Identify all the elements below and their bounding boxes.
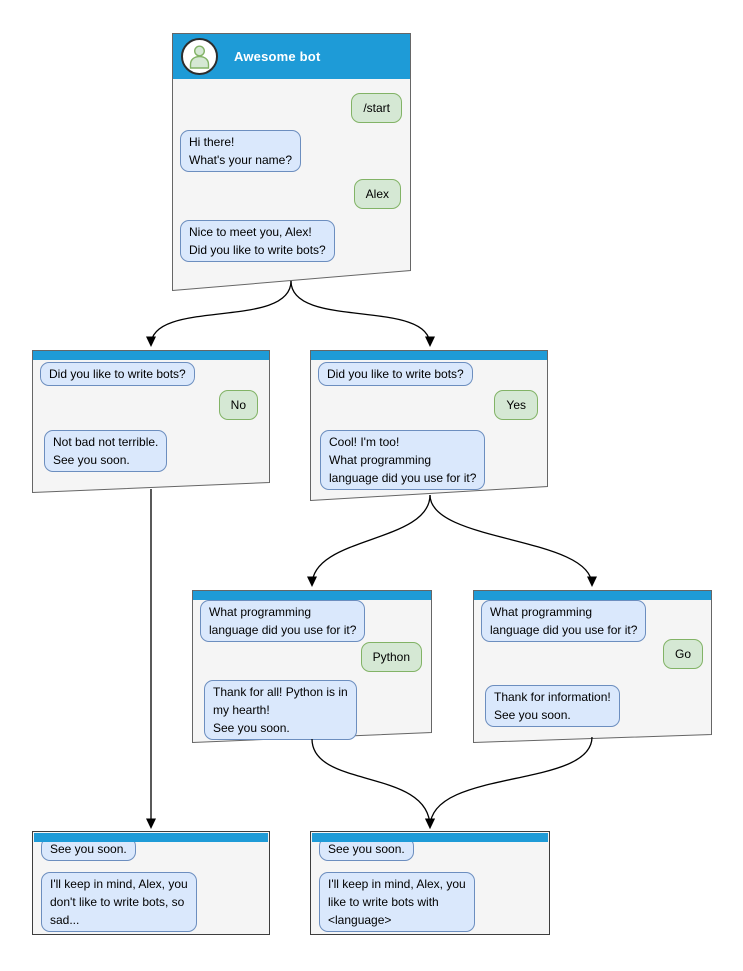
chat-titlebar: Awesome bot [173,34,410,79]
bot-message-bubble: Did you like to write bots? [318,362,473,386]
arrow-yes-to-go [429,494,597,587]
user-message-bubble: Alex [353,179,401,209]
titlebar-strip [193,591,431,600]
bot-message-bubble: Not bad not terrible. See you soon. [44,430,168,472]
bot-message-bubble: What programming language did you use fo… [481,600,647,642]
user-message-bubble: /start [351,93,402,123]
titlebar-strip [312,833,548,842]
titlebar-strip [311,351,547,360]
titlebar-strip [34,833,268,842]
bot-message-bubble: I'll keep in mind, Alex, you don't like … [41,872,197,932]
bot-message-bubble: Cool! I'm too! What programming language… [320,430,486,490]
bot-message-bubble: Thank for information! See you soon. [485,685,620,727]
bot-message-bubble: I'll keep in mind, Alex, you like to wri… [319,872,475,932]
arrow-yes-to-python [307,494,431,587]
chat-window-no-branch: Did you like to write bots? No Not bad n… [32,350,270,493]
chat-window-root: Awesome bot /start Hi there! What's your… [172,33,411,291]
chat-window-python-branch: What programming language did you use fo… [192,590,432,743]
chat-title: Awesome bot [234,49,321,64]
chat-window-end-negative: See you soon. I'll keep in mind, Alex, y… [32,831,270,935]
user-avatar-icon [181,38,218,75]
chat-window-yes-branch: Did you like to write bots? Yes Cool! I'… [310,350,548,501]
chat-window-end-positive: See you soon. I'll keep in mind, Alex, y… [310,831,550,935]
arrow-go-to-end [425,736,593,829]
user-message-bubble: Yes [494,390,538,420]
chat-window-go-branch: What programming language did you use fo… [473,590,712,743]
bot-message-bubble: Nice to meet you, Alex! Did you like to … [180,220,335,262]
bot-message-bubble: What programming language did you use fo… [200,600,366,642]
user-message-bubble: No [218,390,258,420]
user-message-bubble: Python [360,642,422,672]
titlebar-strip [33,351,269,360]
titlebar-strip [474,591,711,600]
bot-message-bubble: Did you like to write bots? [40,362,195,386]
arrow-python-to-end [311,738,435,829]
bot-message-bubble: Thank for all! Python is in my hearth! S… [204,680,357,740]
bot-message-bubble: Hi there! What's your name? [180,130,302,172]
user-message-bubble: Go [662,639,703,669]
